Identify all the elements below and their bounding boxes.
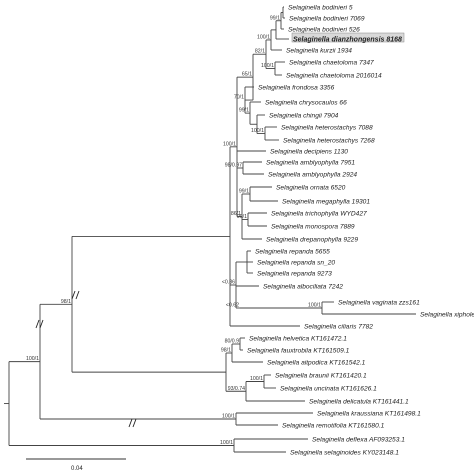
taxon-label: Selaginella braunii KT161420.1 (275, 372, 367, 379)
support-value: 90/1 (237, 214, 247, 220)
tree-branches (4, 6, 416, 453)
taxon-label: Selaginella selaginoides KY023148.1 (290, 449, 399, 456)
highlight-box (291, 32, 405, 43)
break-mark (39, 319, 44, 329)
taxon-label: Selaginella bodinieri 526 (288, 26, 360, 33)
taxon-label: Selaginella remotifolia KT161580.1 (282, 422, 385, 429)
break-mark (128, 418, 133, 428)
taxon-label: Selaginella ornata 6520 (276, 184, 346, 191)
taxon-label: Selaginella delicatula KT161441.1 (309, 398, 409, 405)
taxon-label: Selaginella kraussiana KT161498.1 (317, 410, 421, 417)
support-value: 100/1 (26, 356, 39, 362)
taxon-label: Selaginella ciliaris 7782 (304, 323, 373, 330)
taxon-label: Selaginella frondosa 3356 (258, 84, 335, 91)
taxon-label: Selaginella dianzhongensis 8168 (293, 36, 402, 43)
taxon-label: Selaginella amblyophylla 2924 (268, 171, 357, 178)
taxon-label: Selaginella aitpodica KT161542.1 (267, 359, 366, 366)
support-values: 99/1 100/1 100/1 82/1 100/1 99/1 70/1 65/1 98/0.… (26, 15, 321, 446)
taxon-label: Selaginella amblyophylla 7951 (266, 159, 355, 166)
taxon-labels: Selaginella bodinieri 5 Selaginella bodin… (247, 4, 474, 456)
support-value: 99/1 (270, 15, 280, 21)
taxon-label: Selaginella chaetoloma 2016014 (286, 72, 382, 79)
taxon-label: Selaginella albociliata 7242 (263, 283, 343, 290)
taxon-label: Selaginella decipiens 1130 (270, 148, 348, 155)
support-value: 98/0.97 (225, 163, 242, 169)
break-mark (71, 290, 76, 300)
scale-bar: 0.04 (26, 458, 126, 472)
break-mark (132, 418, 137, 428)
taxon-label: Selaginella uncinata KT161626.1 (280, 385, 377, 392)
taxon-label: Selaginella xipholepis 7422 (420, 311, 474, 318)
support-value: 99/1 (239, 189, 249, 195)
support-value: 100/1 (220, 440, 233, 446)
support-value: 80/0.9 (225, 339, 240, 345)
support-value: 100/1 (223, 141, 236, 147)
support-value: 100/1 (222, 414, 235, 420)
break-mark (75, 290, 80, 300)
taxon-label: Selaginella repanda 9273 (257, 270, 332, 277)
taxon-label: Selaginella vaginata zzs161 (338, 299, 420, 306)
taxon-label: Selaginella chaetoloma 7347 (289, 59, 374, 66)
support-value: 98/1 (221, 348, 231, 354)
support-value: 98/1 (61, 299, 71, 305)
taxon-label: Selaginella chingii 7904 (269, 112, 339, 119)
support-value: 93/0.74 (228, 386, 245, 392)
taxon-label: Selaginella drepanophylla 9229 (266, 236, 358, 243)
taxon-label: Selaginella heterostachys 7268 (283, 137, 375, 144)
taxon-label: Selaginella trichophylla WYD427 (271, 210, 367, 217)
taxon-label: Selaginella kurzii 1934 (286, 47, 352, 54)
support-value: 70/1 (234, 95, 244, 101)
taxon-label: Selaginella helvetica KT161472.1 (249, 335, 347, 342)
scale-bar-label: 0.04 (71, 466, 83, 472)
taxon-label: Selaginella repanda 5655 (255, 248, 330, 255)
support-value: 100/1 (257, 34, 270, 40)
support-value: 100/1 (261, 63, 274, 69)
support-value: 82/1 (255, 49, 265, 55)
taxon-label: Selaginella deflexa AF093253.1 (312, 436, 405, 443)
taxon-label: Selaginella fauxtrobila KT161509.1 (247, 347, 350, 354)
taxon-label: Selaginella monospora 7889 (271, 223, 355, 230)
break-mark (35, 319, 40, 329)
support-value: 100/1 (250, 376, 263, 382)
support-value: 100/1 (308, 303, 321, 309)
taxon-label: Selaginella repanda sn_20 (257, 259, 335, 266)
support-value: 65/1 (242, 72, 252, 78)
support-value: <0.86 (222, 280, 235, 286)
taxon-label: Selaginella megaphylla 19301 (282, 198, 370, 205)
taxon-label: Selaginella heterostachys 7088 (281, 124, 373, 131)
branch-breaks (35, 290, 137, 428)
support-value: 100/1 (251, 128, 264, 134)
taxon-label: Selaginella chrysocaulos 66 (265, 99, 347, 106)
support-value: <0.62 (226, 303, 239, 309)
taxon-label: Selaginella bodinieri 5 (288, 4, 353, 11)
support-value: 86/1 (231, 211, 241, 217)
support-value: 99/1 (239, 108, 249, 114)
taxon-label: Selaginella bodinieri 7069 (289, 15, 365, 22)
